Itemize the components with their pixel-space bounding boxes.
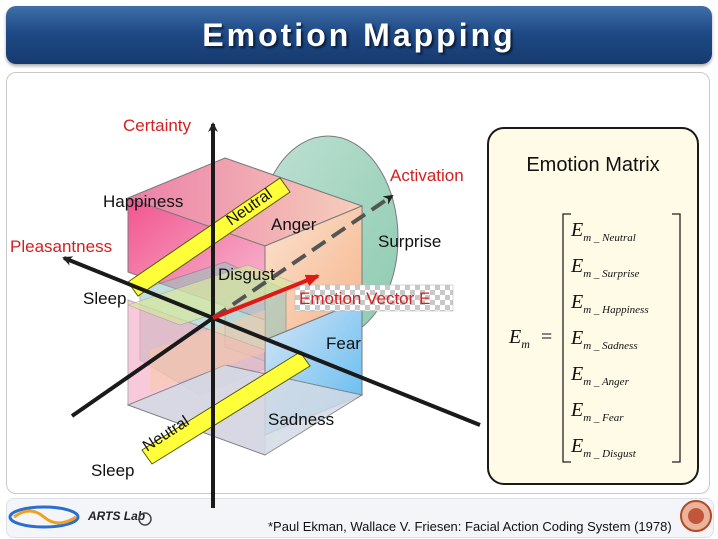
footer-citation: *Paul Ekman, Wallace V. Friesen: Facial … (268, 519, 672, 534)
matrix-row: Em _ Disgust (570, 435, 637, 460)
emotion-matrix-panel (487, 127, 699, 485)
pleasantness-label: Pleasantness (10, 237, 112, 256)
activation-axis (211, 194, 394, 320)
sleep-top-label: Sleep (83, 289, 126, 308)
lab-logo: ARTS Lab (8, 505, 152, 529)
disgust-label: Disgust (218, 265, 275, 284)
matrix-row: Em _ Happiness (570, 291, 649, 316)
happiness-label: Happiness (103, 192, 183, 211)
certainty-label: Certainty (123, 116, 192, 135)
fear-label: Fear (326, 334, 361, 353)
matrix-equals: = (541, 326, 552, 348)
bottom-neutral-band (141, 351, 311, 465)
sadness-label: Sadness (268, 410, 334, 429)
emotion-vector-strip (294, 284, 454, 312)
lab-logo-wave-icon (13, 509, 77, 525)
emotion-vector (212, 274, 320, 320)
sleep-bottom-label: Sleep (91, 461, 134, 480)
emotion-vector-label: Emotion Vector E (299, 289, 430, 308)
lower-orange-band (150, 310, 265, 392)
matrix-row: Em _ Surprise (570, 255, 640, 280)
title-bar: Emotion Mapping (6, 6, 712, 64)
top-neutral-band (127, 177, 291, 297)
matrix-right-bracket (672, 213, 681, 463)
anger-label: Anger (271, 215, 317, 234)
matrix-row: Em _ Fear (570, 399, 624, 424)
activation-label: Activation (390, 166, 464, 185)
matrix-lhs: Em (508, 326, 530, 351)
matrix-row: Em _ Neutral (570, 219, 636, 244)
matrix-left-bracket (562, 213, 571, 463)
pleasantness-axis-back (62, 256, 214, 320)
matrix-lhs-base: E (508, 326, 521, 348)
lab-logo-gear-icon (138, 512, 152, 526)
lab-logo-text: ARTS Lab (87, 509, 145, 523)
matrix-rows: Em _ Neutral Em _ Surprise Em _ Happines… (570, 219, 649, 460)
page-title: Emotion Mapping (202, 17, 516, 53)
matrix-lhs-sub: m (521, 337, 530, 351)
matrix-row: Em _ Anger (570, 363, 630, 388)
lab-logo-swoosh-icon (8, 505, 80, 529)
surprise-label: Surprise (378, 232, 441, 251)
sadness-face (126, 364, 364, 456)
footer-bar (6, 498, 714, 538)
matrix-title: Emotion Matrix (526, 154, 659, 176)
institution-seal-icon (680, 500, 712, 532)
pleasantness-axis-front (212, 316, 481, 427)
activation-axis-back (70, 316, 215, 418)
matrix-row: Em _ Sadness (570, 327, 638, 352)
